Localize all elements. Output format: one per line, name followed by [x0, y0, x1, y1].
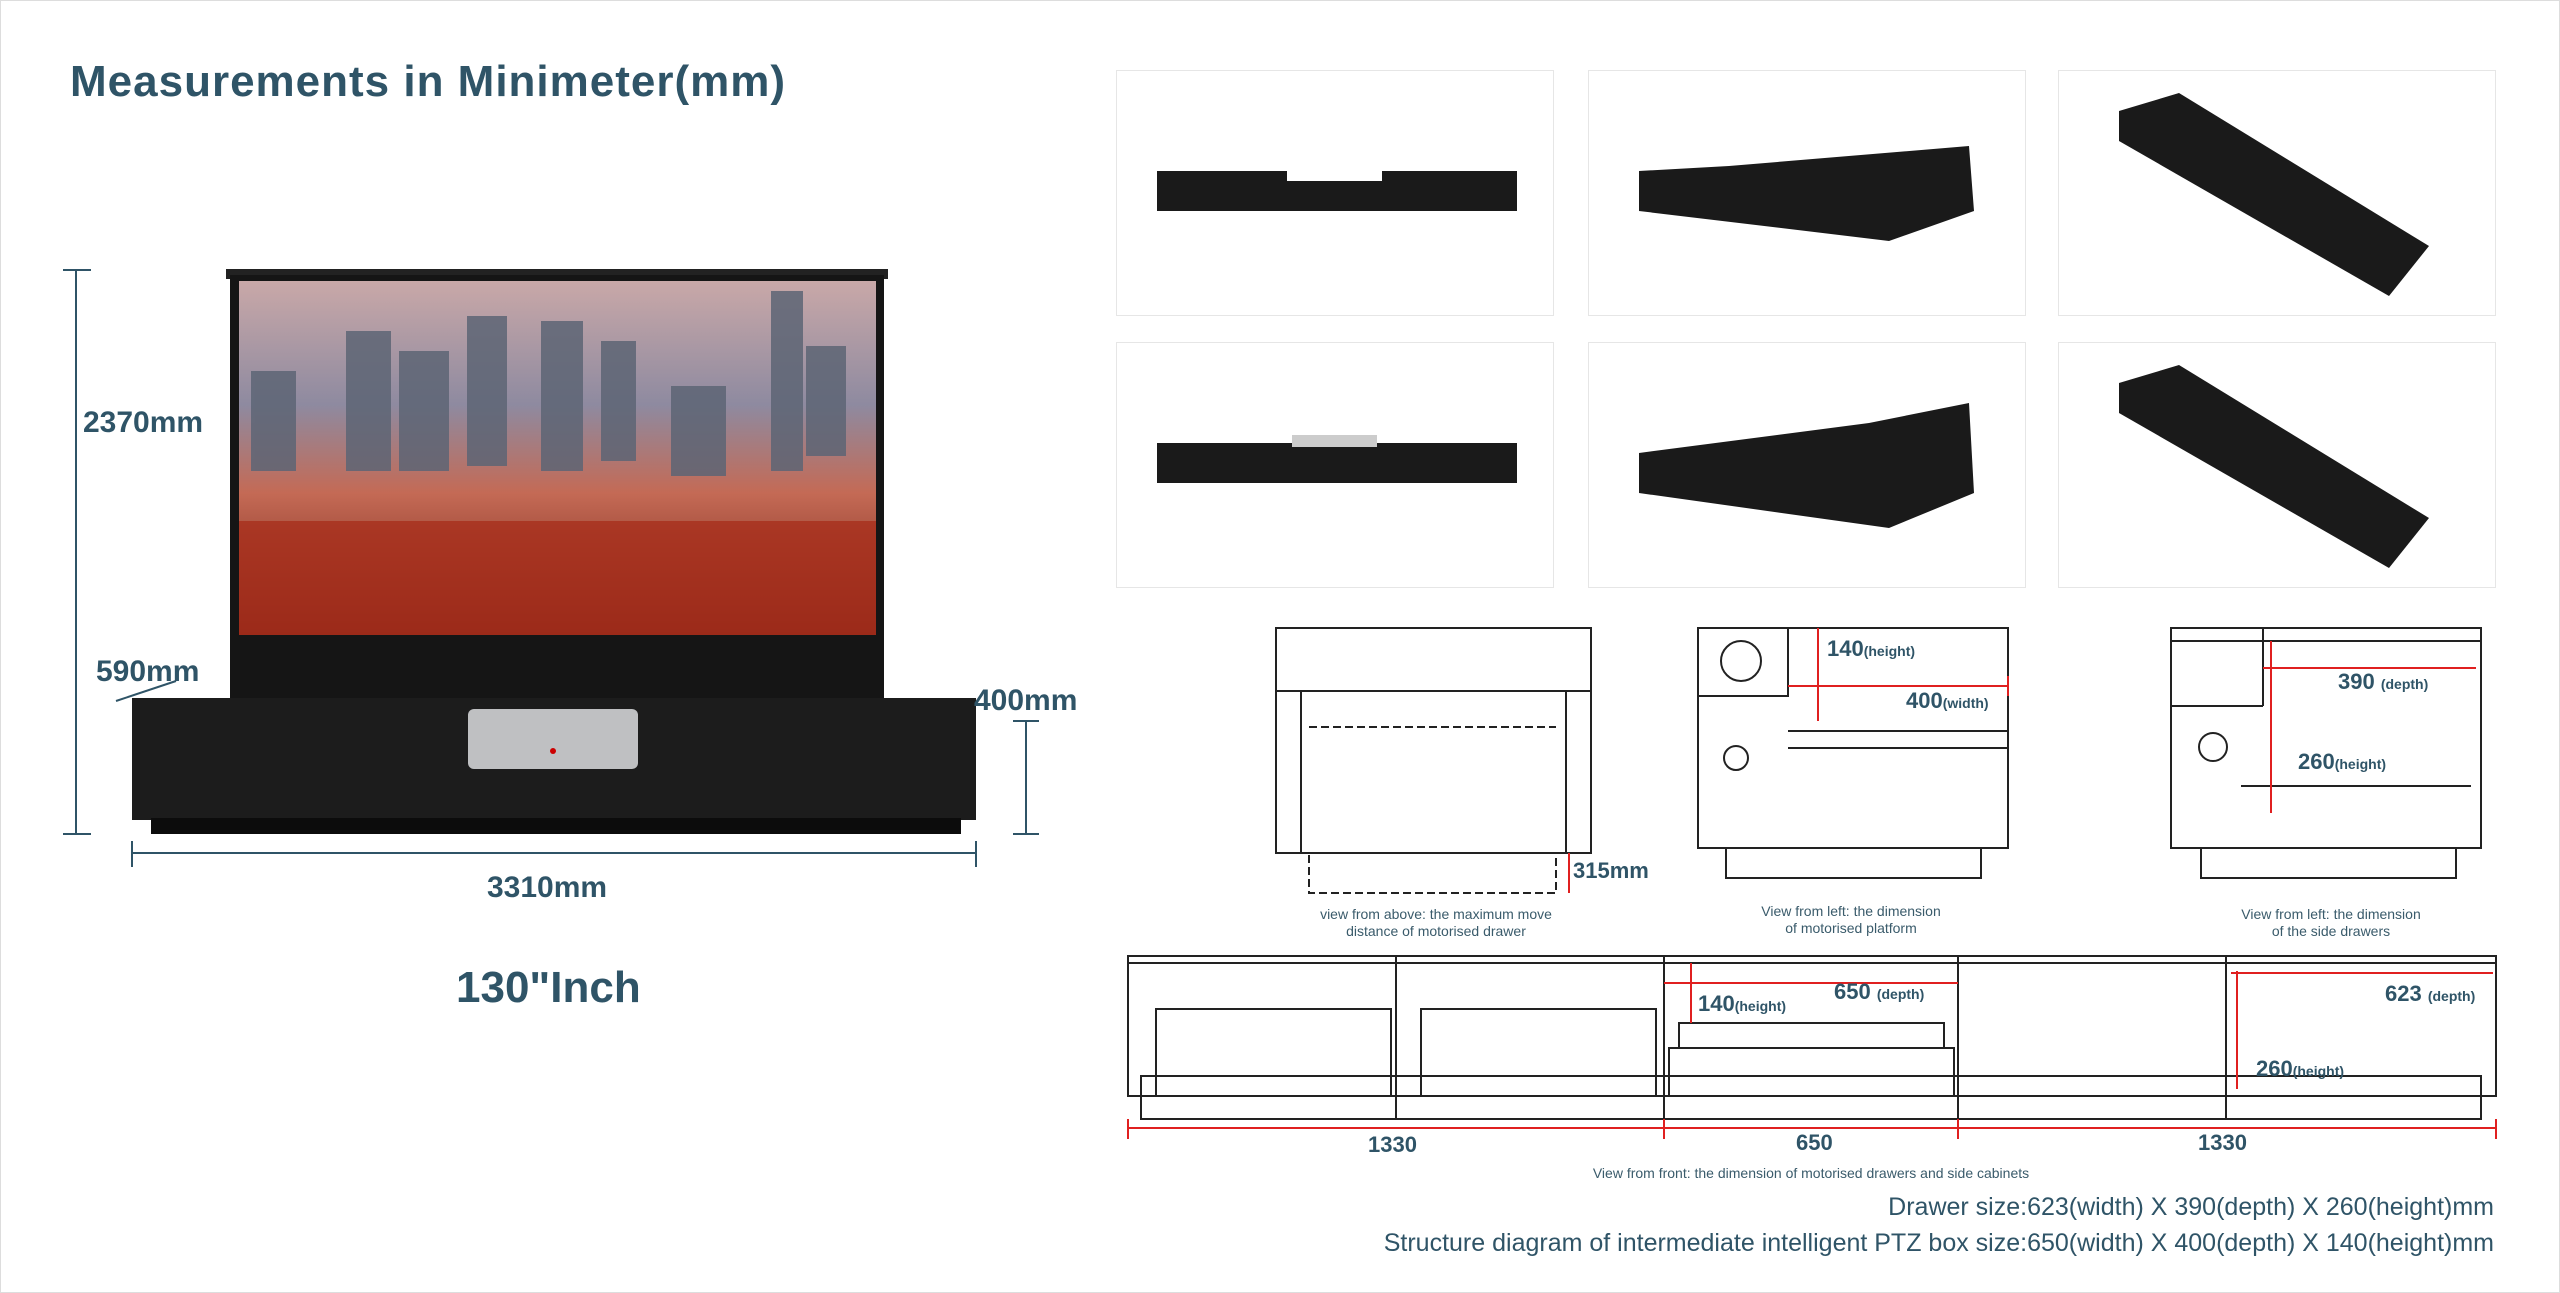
- value: 650: [1834, 979, 1871, 1004]
- cabinet-height-label: 400mm: [974, 684, 1078, 717]
- city-skyline: [251, 291, 846, 476]
- value: 623: [2385, 981, 2422, 1006]
- unit: (depth): [2380, 676, 2429, 692]
- value: 260: [2298, 749, 2335, 774]
- unit: (width): [1942, 695, 1989, 711]
- drawer-depth-label: 623 (depth): [2385, 981, 2475, 1007]
- drawer-height-label: 260(height): [2256, 1056, 2344, 1082]
- page-title: Measurements in Minimeter(mm): [70, 57, 787, 106]
- unit: (height): [2334, 756, 2387, 772]
- cabinet-open-angle-thumbnail: [1588, 342, 2026, 588]
- caption-line: of the side drawers: [2271, 923, 2391, 939]
- unit: (depth): [2427, 988, 2476, 1004]
- value: 400: [1906, 688, 1943, 713]
- drawer-travel-label: 315mm: [1573, 858, 1649, 883]
- screen-size-label: 130"Inch: [456, 963, 641, 1012]
- cabinet-front-view-thumbnail: [1116, 70, 1554, 316]
- unit: (depth): [1876, 986, 1925, 1002]
- platform-height-label: 140(height): [1827, 636, 1915, 662]
- width-label: 3310mm: [487, 871, 608, 904]
- caption-line: of motorised platform: [1785, 920, 1917, 936]
- platform-width-label: 400(width): [1906, 688, 1989, 714]
- side-drawer-depth-label: 390 (depth): [2338, 669, 2428, 695]
- value: 140: [1698, 991, 1735, 1016]
- center-width-label: 650: [1796, 1130, 1833, 1155]
- ptz-box-size-note: Structure diagram of intermediate intell…: [1383, 1229, 2494, 1257]
- value: 260: [2256, 1056, 2293, 1081]
- cabinet-open-front-thumbnail: [1116, 342, 1554, 588]
- unit: (height): [1863, 643, 1916, 659]
- center-depth-label: 650 (depth): [1834, 979, 1924, 1005]
- value: 390: [2338, 669, 2375, 694]
- center-height-label: 140(height): [1698, 991, 1786, 1017]
- cabinet-angle-view-thumbnail: [1588, 70, 2026, 316]
- front-view-caption: View from front: the dimension of motori…: [1592, 1165, 2030, 1181]
- right-width-label: 1330: [2198, 1130, 2247, 1155]
- height-label: 2370mm: [83, 406, 204, 439]
- side-drawer-height-label: 260(height): [2298, 749, 2386, 775]
- caption-line: View from left: the dimension: [1761, 903, 1941, 919]
- cabinet-open-top-thumbnail: [2058, 342, 2496, 588]
- value: 140: [1827, 636, 1864, 661]
- left-width-label: 1330: [1368, 1132, 1417, 1157]
- projector: [468, 709, 638, 769]
- caption-line: distance of motorised drawer: [1346, 923, 1526, 939]
- depth-label: 590mm: [96, 655, 200, 688]
- caption-line: view from above: the maximum move: [1320, 906, 1552, 922]
- unit: (height): [1734, 998, 1787, 1014]
- screen-housing: [226, 269, 888, 279]
- cabinet-top-view-thumbnail: [2058, 70, 2496, 316]
- caption-line: View from left: the dimension: [2241, 906, 2421, 922]
- dimension-lines: [63, 269, 1039, 867]
- unit: (height): [2292, 1063, 2345, 1079]
- drawer-size-note: Drawer size:623(width) X 390(depth) X 26…: [1888, 1193, 2494, 1221]
- product-illustration: [63, 269, 1039, 867]
